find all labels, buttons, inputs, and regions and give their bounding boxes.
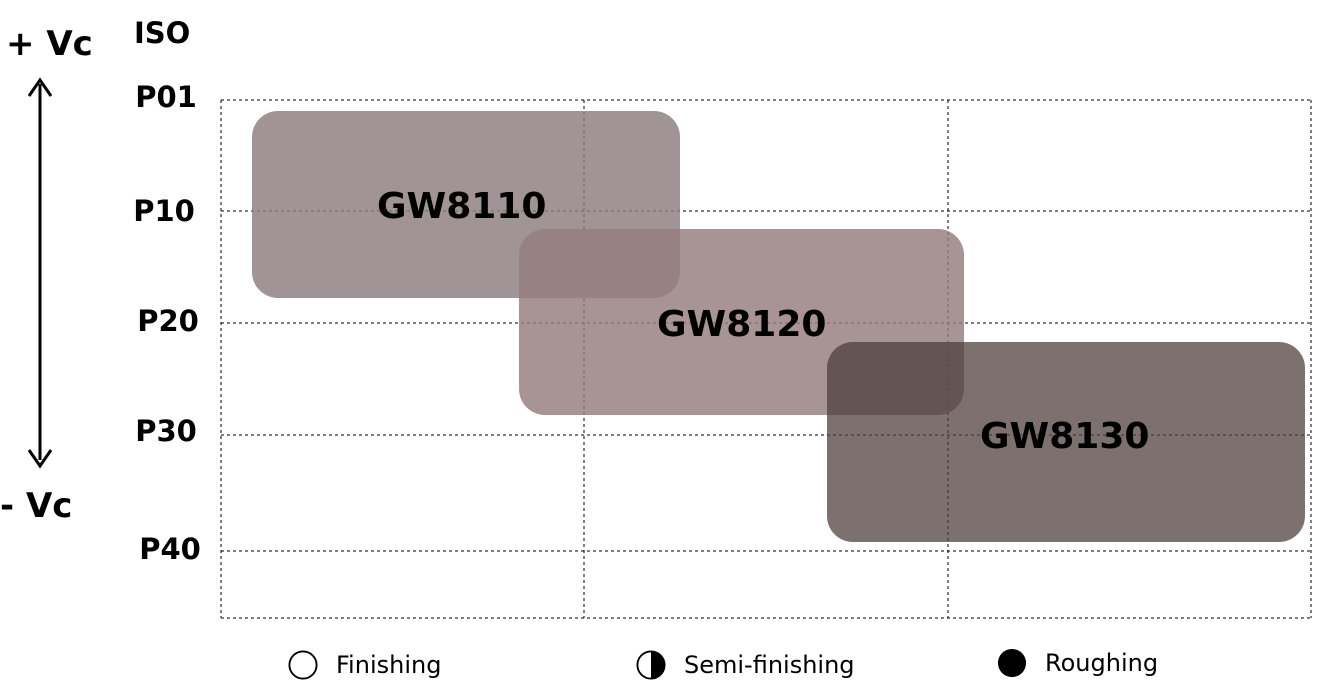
legend-item-semi-finishing: Semi-finishing	[636, 646, 855, 684]
filled-circle-icon	[997, 648, 1027, 678]
vc-minus-label: - Vc	[0, 486, 73, 526]
legend-item-roughing: Roughing	[997, 644, 1158, 682]
half-circle-icon	[636, 650, 666, 680]
iso-tick-p30: P30	[135, 414, 197, 448]
legend-item-finishing: Finishing	[288, 646, 441, 684]
iso-header: ISO	[134, 16, 191, 50]
empty-circle-icon	[288, 650, 318, 680]
iso-tick-p20: P20	[137, 304, 199, 338]
iso-tick-p40: P40	[139, 532, 201, 566]
vc-arrow-up-icon	[27, 77, 53, 97]
legend-label-roughing: Roughing	[1045, 649, 1159, 677]
iso-tick-p10: P10	[133, 194, 195, 228]
vc-plus-label: + Vc	[6, 24, 93, 64]
legend-label-finishing: Finishing	[336, 651, 442, 679]
grade-name-gw8120: GW8120	[657, 304, 827, 345]
iso-tick-p01: P01	[135, 80, 197, 114]
grade-name-gw8130: GW8130	[980, 416, 1150, 457]
vc-arrow-down-icon	[27, 449, 53, 469]
grade-name-gw8110: GW8110	[377, 186, 547, 227]
legend-label-semi-finishing: Semi-finishing	[684, 651, 855, 679]
grade-box-gw8130	[827, 342, 1305, 542]
